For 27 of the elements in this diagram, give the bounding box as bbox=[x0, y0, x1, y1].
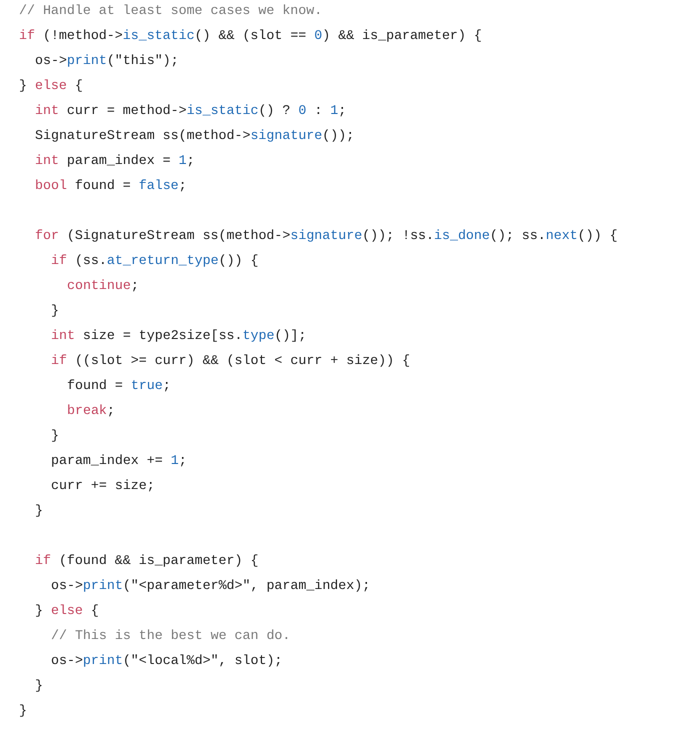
code-line: continue; bbox=[67, 277, 139, 295]
code-comment: // This is the best we can do. bbox=[51, 627, 290, 645]
code-line: } bbox=[19, 702, 27, 720]
code-line: SignatureStream ss(method->signature()); bbox=[35, 127, 354, 145]
code-comment: // Handle at least some cases we know. bbox=[19, 2, 322, 20]
code-line: os->print("<local%d>", slot); bbox=[51, 652, 282, 670]
code-line: } bbox=[51, 427, 59, 445]
code-line: } bbox=[35, 502, 43, 520]
code-line: int size = type2size[ss.type()]; bbox=[51, 327, 306, 345]
code-line: int curr = method->is_static() ? 0 : 1; bbox=[35, 102, 346, 120]
code-line: bool found = false; bbox=[35, 177, 187, 195]
code-line: param_index += 1; bbox=[51, 452, 187, 470]
code-line: if (!method->is_static() && (slot == 0) && is_parameter) { bbox=[19, 27, 482, 45]
code-line: } else { bbox=[35, 602, 99, 620]
code-line: for (SignatureStream ss(method->signature()); !ss.is_done(); ss.next()) { bbox=[35, 227, 618, 245]
code-line: os->print("<parameter%d>", param_index); bbox=[51, 577, 370, 595]
code-line: if (found && is_parameter) { bbox=[35, 552, 258, 570]
code-line: } bbox=[51, 302, 59, 320]
code-line: os->print("this"); bbox=[35, 52, 179, 70]
code-line: int param_index = 1; bbox=[35, 152, 195, 170]
code-line: found = true; bbox=[67, 377, 171, 395]
code-line: } else { bbox=[19, 77, 83, 95]
code-line: } bbox=[35, 677, 43, 695]
code-line: break; bbox=[67, 402, 115, 420]
code-line: curr += size; bbox=[51, 477, 155, 495]
code-line: if ((slot >= curr) && (slot < curr + size)) { bbox=[51, 352, 410, 370]
code-line: if (ss.at_return_type()) { bbox=[51, 252, 258, 270]
